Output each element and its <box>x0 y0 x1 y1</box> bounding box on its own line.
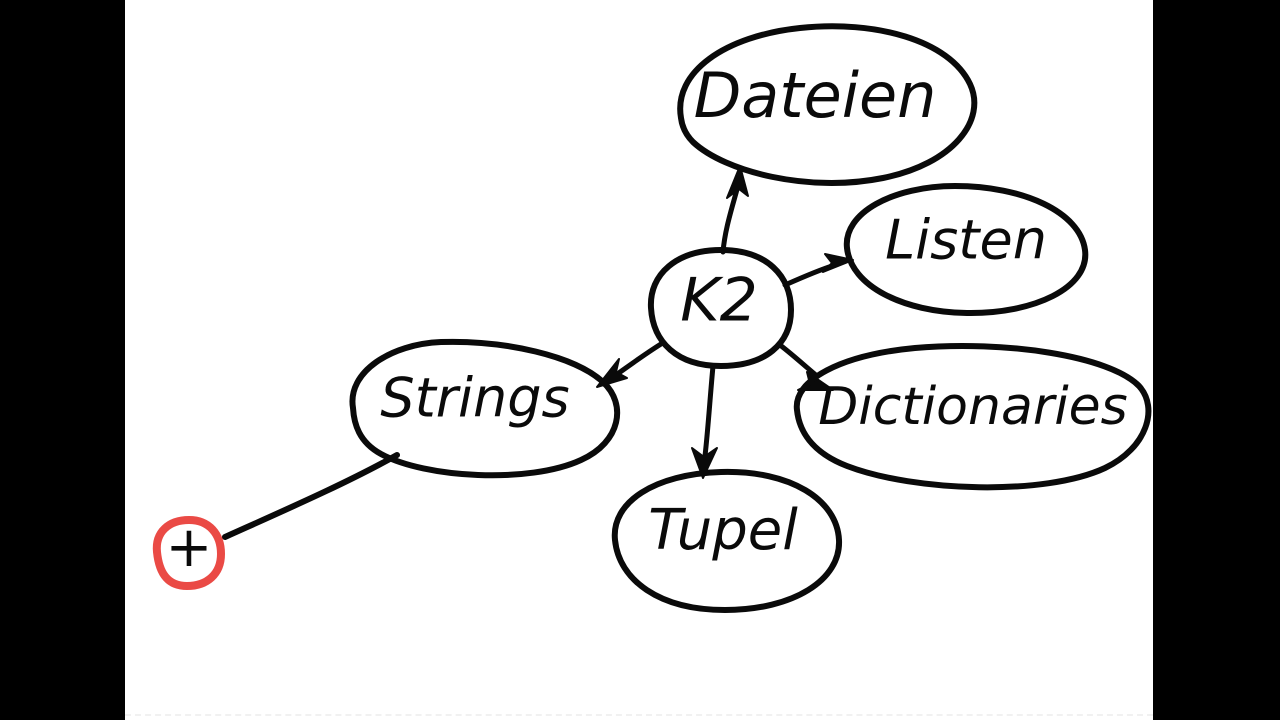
plus-marker[interactable]: + <box>152 515 225 590</box>
node-k2-label: K2 <box>680 266 758 336</box>
edge-k2-dateien[interactable] <box>720 165 749 255</box>
plus-marker-label: + <box>166 515 213 580</box>
node-listen-label: Listen <box>885 209 1047 272</box>
node-dictionaries[interactable]: Dictionaries <box>793 342 1152 491</box>
edge-k2-tupel[interactable] <box>691 363 718 479</box>
node-listen[interactable]: Listen <box>843 183 1089 317</box>
node-strings-label: Strings <box>380 367 569 430</box>
letterbox-bar-right <box>1153 0 1280 720</box>
edge-strings-plus[interactable] <box>222 452 400 540</box>
bottom-dashed-divider <box>125 714 1153 716</box>
whiteboard-canvas[interactable]: Dateien Listen Dictionaries Tupel String… <box>125 0 1153 720</box>
node-tupel[interactable]: Tupel <box>611 468 843 613</box>
mindmap-drawing[interactable]: Dateien Listen Dictionaries Tupel String… <box>125 0 1153 720</box>
node-dictionaries-label: Dictionaries <box>818 377 1127 437</box>
edge-k2-listen[interactable] <box>782 253 854 288</box>
node-dateien-label: Dateien <box>694 59 937 132</box>
letterbox-bar-left <box>0 0 125 720</box>
node-dateien[interactable]: Dateien <box>677 23 978 186</box>
node-strings[interactable]: Strings <box>349 338 621 479</box>
node-k2[interactable]: K2 <box>647 247 794 369</box>
node-tupel-label: Tupel <box>648 498 798 563</box>
edge-k2-strings[interactable] <box>596 341 664 388</box>
